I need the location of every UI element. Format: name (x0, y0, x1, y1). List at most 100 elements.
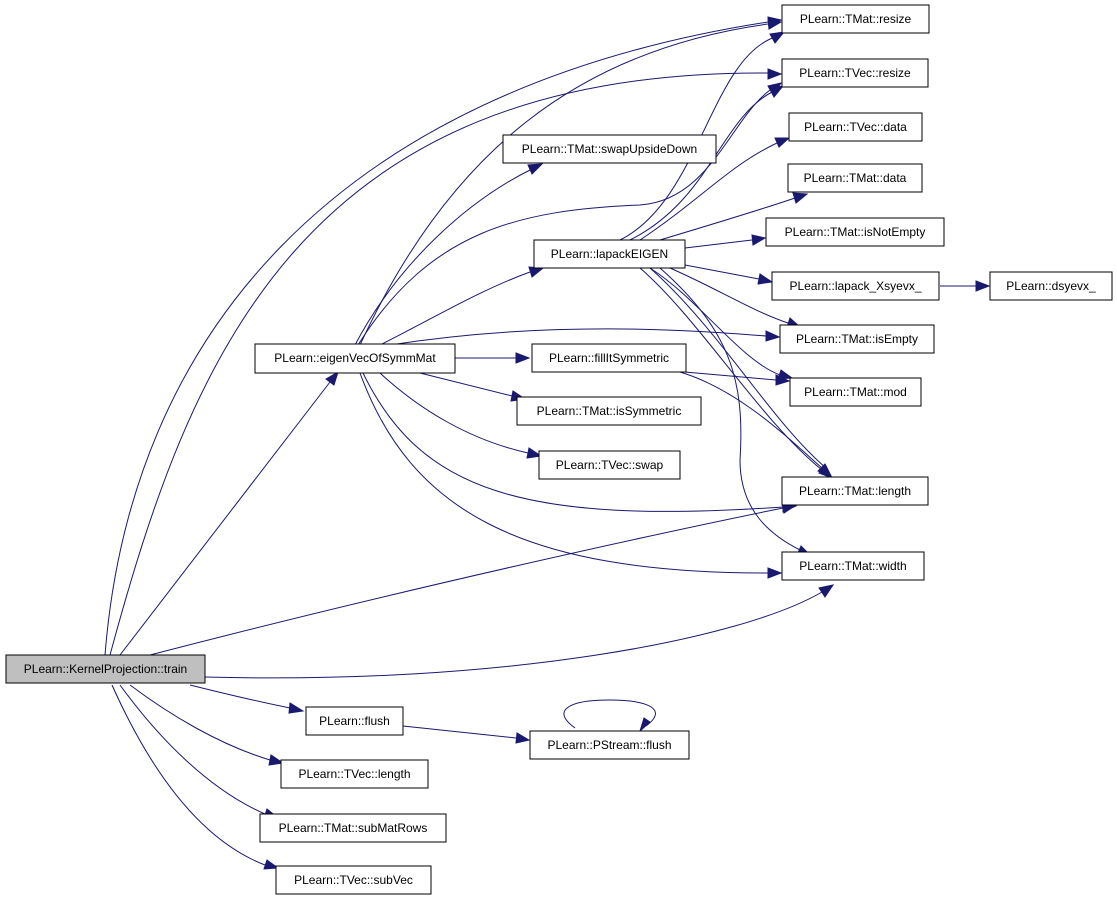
node-box (275, 865, 432, 895)
edge-train-to-subvec (111, 684, 266, 866)
edge-train-to-eigenvec (119, 381, 331, 656)
node-tmat-swapupsidedown[interactable]: PLearn::TMat::swapUpsideDown (502, 134, 717, 164)
node-label: PLearn::TVec::length (298, 767, 410, 781)
node-dsyevx[interactable]: PLearn::dsyevx_ (989, 271, 1113, 301)
node-label: PLearn::TMat::data (804, 171, 907, 185)
node-tmat-length[interactable]: PLearn::TMat::length (781, 476, 929, 506)
node-fillitsymmetric[interactable]: PLearn::fillItSymmetric (531, 343, 687, 373)
edge-train-to-tmat-resize (104, 21, 769, 656)
node-box (781, 476, 929, 506)
arrowhead (527, 163, 544, 175)
node-tmat-mod[interactable]: PLearn::TMat::mod (789, 377, 922, 407)
node-tmat-issymmetric[interactable]: PLearn::TMat::isSymmetric (516, 396, 702, 426)
node-tmat-submatrows[interactable]: PLearn::TMat::subMatRows (259, 813, 447, 843)
node-tvec-resize[interactable]: PLearn::TVec::resize (781, 58, 929, 88)
node-box (787, 163, 923, 193)
arrowhead (515, 352, 531, 364)
arrowhead (767, 68, 783, 80)
node-box (259, 813, 447, 843)
node-label: PLearn::TVec::subVec (294, 873, 413, 887)
node-tmat-width[interactable]: PLearn::TMat::width (781, 551, 925, 581)
edge-train-to-tmat-length (149, 507, 784, 656)
arrowhead (638, 717, 651, 733)
node-label: PLearn::flush (319, 714, 390, 728)
node-flush[interactable]: PLearn::flush (305, 706, 404, 736)
node-label: PLearn::TMat::subMatRows (279, 821, 428, 835)
node-label: PLearn::TMat::resize (800, 12, 912, 26)
edge-eigenvec-to-tmat-width (359, 372, 769, 574)
arrowhead (818, 584, 835, 598)
arrowhead (777, 369, 794, 380)
node-box (533, 239, 686, 269)
edge-lapackeigen-to-isnotempty (684, 239, 753, 249)
node-label: PLearn::fillItSymmetric (549, 351, 669, 365)
arrowhead (792, 192, 809, 204)
arrowhead (757, 273, 774, 285)
edge-fillitsymmetric-to-tmat-mod (684, 371, 777, 381)
node-box (280, 759, 429, 789)
node-label: PLearn::TMat::isSymmetric (537, 404, 682, 418)
node-box (765, 217, 945, 247)
node-label: PLearn::KernelProjection::train (24, 662, 187, 676)
node-box (779, 324, 935, 354)
edge-train-to-tvec-length (129, 684, 271, 761)
node-label: PLearn::TMat::isNotEmpty (785, 225, 926, 239)
node-tmat-isempty[interactable]: PLearn::TMat::isEmpty (779, 324, 935, 354)
node-box (502, 134, 717, 164)
node-box (788, 112, 923, 142)
node-label: PLearn::TVec::resize (799, 66, 911, 80)
edge-lapackeigen-to-tmat-width (659, 267, 801, 551)
node-box (789, 377, 922, 407)
node-label: PLearn::dsyevx_ (1006, 279, 1096, 293)
node-tmat-data[interactable]: PLearn::TMat::data (787, 163, 923, 193)
edge-eigenvec-to-tvec-resize (357, 89, 771, 346)
arrowhead (775, 374, 791, 386)
arrowhead (765, 330, 781, 342)
arrowhead (288, 702, 305, 714)
edge-train-to-submatrows (119, 684, 266, 815)
node-tvec-subvec[interactable]: PLearn::TVec::subVec (275, 865, 432, 895)
arrowhead (774, 137, 791, 148)
node-label: PLearn::eigenVecOfSymmMat (274, 351, 436, 365)
edge-train-to-tmat-width (204, 591, 823, 679)
edge-lapackeigen-to-isempty (669, 267, 789, 324)
node-lapack-xsyevx[interactable]: PLearn::lapack_Xsyevx_ (771, 271, 940, 301)
arrowhead (817, 463, 833, 477)
edge-fillitsymmetric-to-tmat-length (679, 371, 823, 469)
node-eigenvecofsymmmat[interactable]: PLearn::eigenVecOfSymmMat (254, 343, 456, 374)
node-label: PLearn::TVec::swap (556, 458, 664, 472)
edge-eigenvec-to-tmat-resize (359, 23, 769, 346)
edge-eigenvec-to-tvec-swap (379, 372, 529, 454)
node-box (538, 450, 681, 480)
arrowhead (325, 370, 339, 386)
edge-flush-to-pstream-flush (402, 725, 517, 739)
node-lapackeigen[interactable]: PLearn::lapackEIGEN (533, 239, 686, 269)
node-box (531, 343, 687, 373)
edge-eigenvec-to-issymmetric (419, 372, 513, 397)
node-kernelprojection-train[interactable]: PLearn::KernelProjection::train (5, 654, 206, 684)
edge-lapackeigen-to-tvec-data (639, 142, 778, 241)
arrowhead (263, 859, 280, 870)
node-label: PLearn::TVec::data (804, 120, 907, 134)
arrowhead (268, 754, 285, 766)
node-box (781, 4, 930, 34)
node-label: PLearn::TMat::mod (804, 385, 907, 399)
node-tmat-resize[interactable]: PLearn::TMat::resize (781, 4, 930, 34)
node-tmat-isnotempty[interactable]: PLearn::TMat::isNotEmpty (765, 217, 945, 247)
node-tvec-length[interactable]: PLearn::TVec::length (280, 759, 429, 789)
nodes: PLearn::KernelProjection::train PLearn::… (5, 4, 1113, 895)
node-label: PLearn::TMat::width (799, 559, 906, 573)
node-tvec-swap[interactable]: PLearn::TVec::swap (538, 450, 681, 480)
edge-lapackeigen-to-lapack-xsyevx (684, 264, 760, 280)
node-label: PLearn::TMat::swapUpsideDown (522, 142, 697, 156)
arrowhead (751, 234, 767, 246)
arrowhead (975, 280, 991, 292)
node-tvec-data[interactable]: PLearn::TVec::data (788, 112, 923, 142)
node-box (989, 271, 1113, 301)
node-pstream-flush[interactable]: PLearn::PStream::flush (529, 730, 690, 760)
arrowhead (767, 567, 783, 579)
edge-pstream-flush-self-loop (563, 699, 656, 729)
edge-eigenvec-to-swapupsidedown (354, 169, 531, 346)
edge-lapackeigen-to-tmat-mod (649, 267, 781, 376)
